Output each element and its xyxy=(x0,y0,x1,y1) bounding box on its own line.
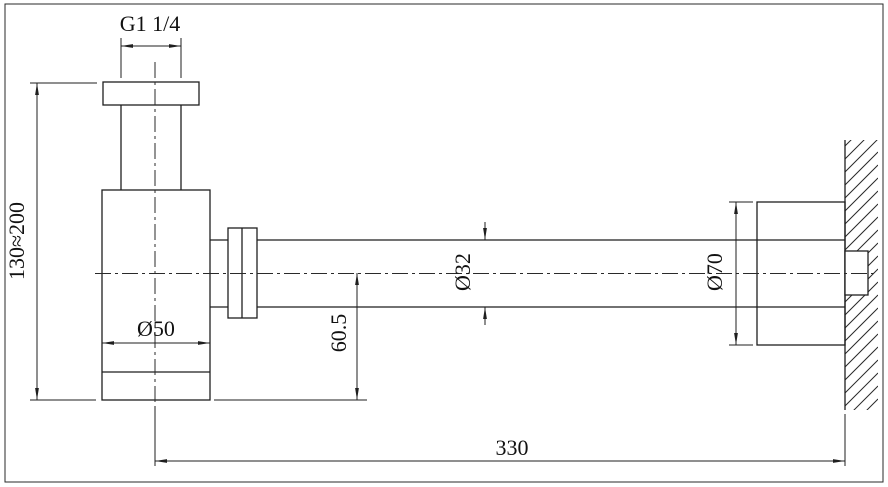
wall-length-label: 330 xyxy=(496,435,529,460)
dim-pipe-diameter: Ø32 xyxy=(450,222,487,325)
dim-thread: G1 1/4 xyxy=(120,11,182,78)
trap-body xyxy=(101,189,211,401)
outlet-drop-label: 60.5 xyxy=(326,314,351,353)
dim-body-diameter: Ø50 xyxy=(102,316,210,345)
thread-label: G1 1/4 xyxy=(120,11,181,36)
sheet-border xyxy=(4,3,884,483)
outlet-pipe xyxy=(210,239,845,308)
dim-outlet-drop: 60.5 xyxy=(214,273,367,401)
inlet-nut xyxy=(102,81,200,106)
bottle-trap xyxy=(101,81,211,401)
pipe-diameter-label: Ø32 xyxy=(450,253,475,291)
dim-wall-length: 330 xyxy=(154,406,846,466)
body-diameter-label: Ø50 xyxy=(137,316,175,341)
dim-trap-height: 130≈200 xyxy=(4,82,97,401)
flange-diameter-label: Ø70 xyxy=(702,253,727,291)
trap-height-label: 130≈200 xyxy=(4,202,29,280)
centerlines xyxy=(95,62,876,420)
dim-flange-diameter: Ø70 xyxy=(702,201,753,346)
